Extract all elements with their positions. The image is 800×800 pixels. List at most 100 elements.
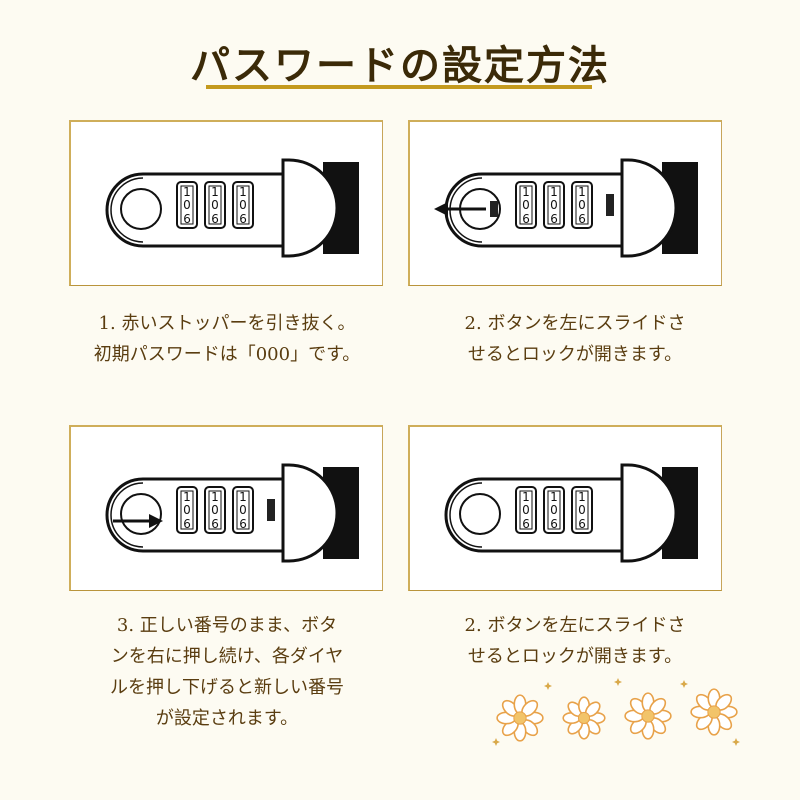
dial-digit: 0 <box>183 198 191 212</box>
dial-digit: 1 <box>211 490 219 504</box>
sparkle-icon <box>492 738 500 746</box>
lock-cap <box>620 463 678 563</box>
caption-line: せるとロックが開きます。 <box>467 646 683 667</box>
dial-digit: 9 <box>522 516 530 530</box>
lock-body-edge <box>449 482 483 548</box>
step-2-caption: 2. ボタンを左にスライドさ せるとロックが開きます。 <box>405 308 745 370</box>
dial-window <box>519 490 533 530</box>
dial-digit: 1 <box>239 185 247 199</box>
combination-dial: 109 <box>571 486 593 534</box>
caption-line: 3. 正しい番号のまま、ボタ <box>116 615 338 636</box>
caption-line: ンを右に押し続け、各ダイヤ <box>110 646 344 667</box>
dial-digit: 9 <box>211 211 219 225</box>
dial-digit: 0 <box>522 503 530 517</box>
dial-digit: 9 <box>183 211 191 225</box>
dial-digit: 9 <box>578 211 586 225</box>
lock-cap <box>281 158 339 258</box>
combination-dial: 109 <box>515 181 537 229</box>
flower-center <box>577 711 591 725</box>
flower-icon <box>624 692 672 740</box>
flower-icon <box>562 696 606 740</box>
dial-digit: 9 <box>550 211 558 225</box>
step-3-caption: 3. 正しい番号のまま、ボタ ンを右に押し続け、各ダイヤ ルを押し下げると新しい… <box>57 610 397 734</box>
dial-window <box>236 490 250 530</box>
step-4-caption: 2. ボタンを左にスライドさ せるとロックが開きます。 <box>405 610 745 672</box>
caption-line: 2. ボタンを左にスライドさ <box>464 615 686 636</box>
dial-digit: 0 <box>239 198 247 212</box>
sparkle-icon <box>614 678 622 686</box>
dial-digit: 0 <box>239 503 247 517</box>
lock-button <box>120 493 162 535</box>
flower-icon <box>690 688 738 736</box>
dial-window <box>208 490 222 530</box>
combination-dial: 109 <box>176 181 198 229</box>
dial-digit: 9 <box>578 516 586 530</box>
combination-dial: 109 <box>232 181 254 229</box>
dial-digit: 0 <box>211 503 219 517</box>
flower-center <box>641 709 655 723</box>
step-1-caption: 1. 赤いストッパーを引き抜く。 初期パスワードは「000」です。 <box>57 308 397 370</box>
page-title: パスワードの設定方法 <box>190 42 610 89</box>
dial-digit: 1 <box>211 185 219 199</box>
dial-digit: 9 <box>239 211 247 225</box>
dial-digit: 1 <box>550 185 558 199</box>
caption-line: せるとロックが開きます。 <box>467 344 683 365</box>
dial-digit: 0 <box>522 198 530 212</box>
caption-line: が設定されます。 <box>155 708 299 729</box>
dial-digit: 0 <box>578 503 586 517</box>
combination-dial: 109 <box>571 181 593 229</box>
dial-window <box>180 490 194 530</box>
dial-digit: 1 <box>183 185 191 199</box>
caption-line: 2. ボタンを左にスライドさ <box>464 313 686 334</box>
title-underline <box>206 85 592 89</box>
dial-digit: 9 <box>239 516 247 530</box>
sparkle-icon <box>732 738 740 746</box>
dial-window <box>547 185 561 225</box>
dial-window <box>575 185 589 225</box>
dial-digit: 1 <box>522 490 530 504</box>
caption-line: 初期パスワードは「000」です。 <box>93 344 361 365</box>
dial-window <box>575 490 589 530</box>
dial-window <box>547 490 561 530</box>
lock-button <box>459 493 501 535</box>
slider-stopper <box>606 194 614 216</box>
dial-digit: 1 <box>183 490 191 504</box>
dial-window <box>180 185 194 225</box>
caption-line: ルを押し下げると新しい番号 <box>110 677 344 698</box>
dial-digit: 1 <box>522 185 530 199</box>
dial-digit: 0 <box>578 198 586 212</box>
dial-digit: 1 <box>578 185 586 199</box>
lock-cap <box>281 463 339 563</box>
combination-dial: 109 <box>176 486 198 534</box>
dial-window <box>519 185 533 225</box>
arrow-right-head <box>149 514 163 528</box>
combination-dial: 109 <box>204 486 226 534</box>
dial-window <box>208 185 222 225</box>
dial-digit: 9 <box>211 516 219 530</box>
combination-dial: 109 <box>204 181 226 229</box>
slider-tab <box>490 201 498 217</box>
lock-cap <box>620 158 678 258</box>
arrow-left-head <box>434 202 448 216</box>
dial-digit: 0 <box>211 198 219 212</box>
dial-digit: 9 <box>522 211 530 225</box>
dial-window <box>236 185 250 225</box>
lock-body-edge <box>110 482 144 548</box>
lock-body-edge <box>110 177 144 243</box>
dial-digit: 0 <box>550 503 558 517</box>
sparkle-icon <box>544 682 552 690</box>
dial-digit: 9 <box>550 516 558 530</box>
combination-dial: 109 <box>232 486 254 534</box>
lock-button <box>120 188 162 230</box>
dial-digit: 1 <box>578 490 586 504</box>
caption-line: 1. 赤いストッパーを引き抜く。 <box>98 313 356 334</box>
flower-icon <box>496 694 544 742</box>
combination-dial: 109 <box>515 486 537 534</box>
